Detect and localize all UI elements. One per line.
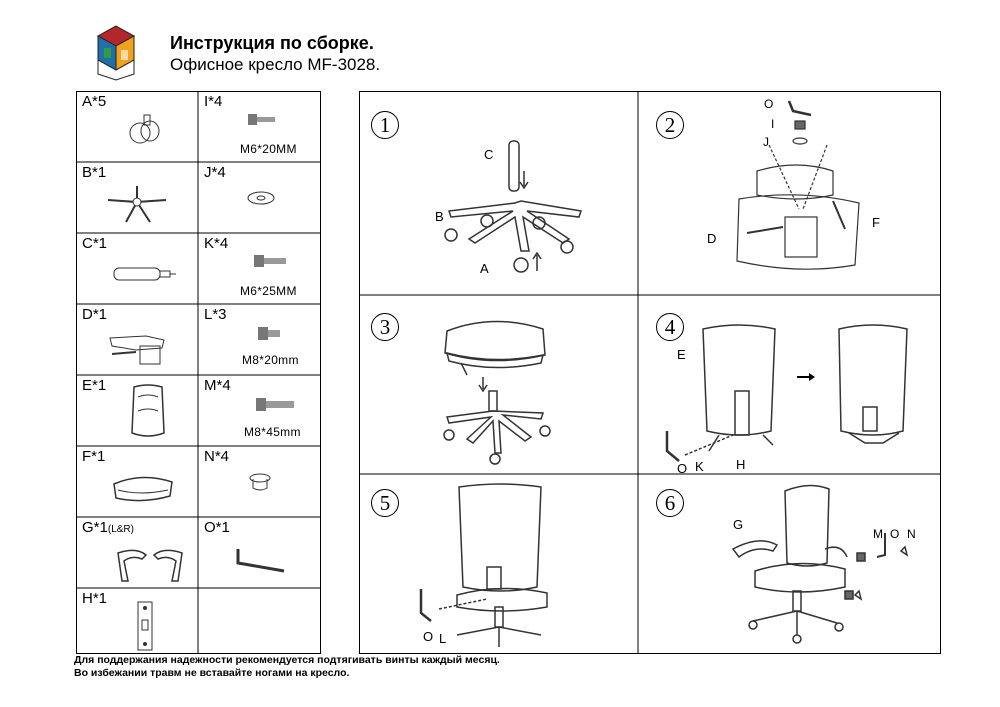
gas-lift-icon: [113, 267, 176, 281]
part-cell-o: O*1: [198, 517, 321, 588]
step-2-label-i: I: [771, 117, 775, 131]
part-cell-h: H*1: [76, 588, 198, 654]
bolt-icon: [258, 327, 280, 340]
part-cell-f: F*1: [76, 446, 198, 517]
step-number-5: 5: [371, 489, 399, 517]
part-cell-e: E*1: [76, 375, 198, 446]
part-cell-empty: [198, 588, 321, 654]
step-5-label-o: O: [423, 629, 434, 644]
washer-icon: [247, 191, 275, 205]
step-1-label-a: A: [480, 261, 489, 276]
footer-note-maintenance: Для поддержания надежности рекомендуется…: [74, 654, 500, 666]
part-label: M*4: [204, 377, 231, 394]
step-number-4: 4: [656, 313, 684, 341]
bolt-icon: [248, 114, 275, 125]
step-5-illustration: [419, 483, 548, 647]
mechanism-icon: [109, 335, 165, 365]
step-2-label-j: J: [763, 135, 769, 149]
part-cell-m: M*4 M8*45mm: [198, 375, 321, 446]
part-label: O*1: [204, 519, 230, 536]
step-6-label-m: M: [873, 527, 883, 541]
page-title: Инструкция по сборке.: [170, 33, 374, 53]
part-label: C*1: [82, 235, 108, 252]
step-2-label-f: F: [872, 215, 880, 230]
step-6-label-o: O: [890, 527, 900, 541]
step-1-label-b: B: [435, 209, 444, 224]
part-cell-g: G*1(L&R): [76, 517, 198, 588]
step-number-6: 6: [656, 489, 684, 517]
part-cell-n: N*4: [198, 446, 321, 517]
step-1-label-c: C: [484, 147, 494, 162]
part-dimension: M8*45mm: [244, 425, 301, 439]
step-4-illustration: [665, 324, 908, 462]
armrests-icon: [117, 549, 183, 582]
bolt-icon: [254, 255, 286, 267]
mount-plate-icon: [137, 601, 153, 651]
step-6-label-g: G: [733, 517, 744, 532]
assembly-steps-grid: 1 C B A 2 O I J D F 3: [359, 91, 941, 654]
part-label: L*3: [204, 306, 227, 323]
step-4-label-e: E: [677, 347, 686, 362]
part-label: J*4: [204, 164, 226, 181]
step-4-label-k: K: [695, 459, 704, 474]
step-number-1: 1: [371, 111, 399, 139]
step-6-illustration: [731, 484, 909, 644]
step-2-label-o: O: [764, 97, 774, 111]
part-label: I*4: [204, 93, 223, 110]
part-cell-k: K*4 M6*25MM: [198, 233, 321, 304]
part-label: H*1: [82, 590, 108, 607]
part-cell-c: C*1: [76, 233, 198, 304]
part-cell-l: L*3 M8*20mm: [198, 304, 321, 375]
step-2-label-d: D: [707, 231, 717, 246]
parts-list-table: A*5 I*4 M6*20MM B*1 J*4: [76, 91, 321, 654]
steps-grid-lines: [359, 91, 941, 654]
step-4-label-h: H: [736, 457, 746, 472]
part-label: A*5: [82, 93, 107, 110]
part-cell-j: J*4: [198, 162, 321, 233]
part-label: B*1: [82, 164, 107, 181]
step-6-label-n: N: [907, 527, 916, 541]
part-dimension: M6*25MM: [240, 284, 297, 298]
step-3-illustration: [443, 320, 551, 465]
hex-key-icon: [236, 549, 285, 573]
part-label: G*1(L&R): [82, 519, 134, 536]
part-cell-a: A*5: [76, 91, 198, 162]
step-number-3: 3: [371, 313, 399, 341]
cap-icon: [249, 473, 271, 491]
parts-grid-lines: [76, 91, 321, 654]
bolt-icon: [256, 398, 294, 411]
footer-note-safety: Во избежании травм не вставайте ногами н…: [74, 667, 350, 679]
part-label: D*1: [82, 306, 108, 323]
part-dimension: M8*20mm: [242, 353, 299, 367]
brand-logo-icon: [96, 25, 136, 81]
step-5-label-l: L: [439, 631, 447, 646]
part-label: E*1: [82, 377, 107, 394]
page-subtitle: Офисное кресло MF-3028.: [170, 55, 381, 74]
part-note: (L&R): [107, 524, 134, 535]
step-2-illustration: [736, 100, 860, 270]
step-number-2: 2: [656, 111, 684, 139]
backrest-icon: [131, 384, 165, 437]
seat-icon: [113, 476, 173, 502]
part-cell-b: B*1: [76, 162, 198, 233]
caster-wheel-icon: [129, 114, 160, 144]
star-base-icon: [107, 186, 167, 223]
part-label: K*4: [204, 235, 229, 252]
step-4-label-o: O: [677, 461, 688, 476]
step-1-illustration: [444, 140, 582, 273]
part-dimension: M6*20MM: [240, 142, 297, 156]
part-label: F*1: [82, 448, 106, 465]
part-cell-i: I*4 M6*20MM: [198, 91, 321, 162]
part-label: N*4: [204, 448, 230, 465]
part-cell-d: D*1: [76, 304, 198, 375]
